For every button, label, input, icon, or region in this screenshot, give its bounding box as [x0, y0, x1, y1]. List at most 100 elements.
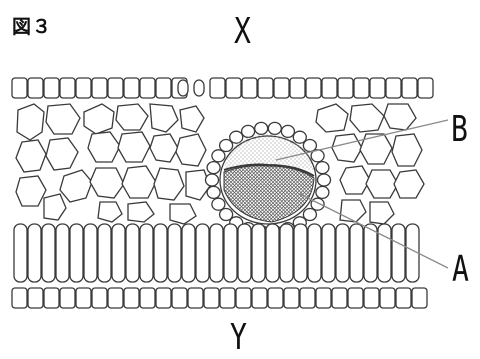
- palisade-cell: [280, 224, 293, 282]
- epidermis-cell: [364, 288, 379, 308]
- sheath-cell: [316, 162, 329, 174]
- epidermis-cell: [412, 288, 427, 308]
- epidermis-cell: [354, 78, 369, 98]
- sheath-cell: [212, 150, 225, 162]
- sheath-cell: [220, 209, 233, 221]
- epidermis-cell: [322, 78, 337, 98]
- sheath-cell: [318, 174, 331, 186]
- palisade-cell: [28, 224, 41, 282]
- epidermis-cell: [124, 78, 139, 98]
- epidermis-cell: [226, 78, 241, 98]
- epidermis-cell: [258, 78, 273, 98]
- epidermis-cell: [140, 288, 155, 308]
- sheath-cell: [255, 122, 268, 134]
- epidermis-cell: [268, 288, 283, 308]
- epidermis-cell: [172, 288, 187, 308]
- sheath-cell: [316, 186, 329, 198]
- palisade-cell: [42, 224, 55, 282]
- palisade-cell: [196, 224, 209, 282]
- epidermis-cell: [290, 78, 305, 98]
- epidermis-cell: [156, 78, 171, 98]
- palisade-cell: [154, 224, 167, 282]
- epidermis-cell: [370, 78, 385, 98]
- sheath-cell: [207, 162, 220, 174]
- palisade-cell: [308, 224, 321, 282]
- epidermis-cell: [44, 288, 59, 308]
- palisade-cell: [182, 224, 195, 282]
- epidermis-cell: [386, 78, 401, 98]
- palisade-cell: [210, 224, 223, 282]
- palisade-cell: [140, 224, 153, 282]
- epidermis-cell: [332, 288, 347, 308]
- epidermis-cell: [12, 288, 27, 308]
- palisade-cell: [266, 224, 279, 282]
- sheath-cell: [268, 122, 281, 134]
- epidermis-cell: [380, 288, 395, 308]
- epidermis-cell: [210, 78, 225, 98]
- epidermis-cell: [188, 288, 203, 308]
- epidermis-cell: [60, 288, 75, 308]
- palisade-cell: [84, 224, 97, 282]
- epidermis-cell: [204, 288, 219, 308]
- epidermis-cell: [338, 78, 353, 98]
- palisade-cell: [14, 224, 27, 282]
- sheath-cell: [212, 198, 225, 210]
- palisade-cell: [294, 224, 307, 282]
- epidermis-cell: [396, 288, 411, 308]
- epidermis-cell: [28, 288, 43, 308]
- lower-epidermis: [12, 288, 427, 308]
- palisade-cell: [224, 224, 237, 282]
- epidermis-cell: [28, 78, 43, 98]
- palisade-cell: [364, 224, 377, 282]
- epidermis-cell: [108, 78, 123, 98]
- palisade-cell: [238, 224, 251, 282]
- sheath-cell: [207, 186, 220, 198]
- epidermis-cell: [156, 288, 171, 308]
- epidermis-cell: [316, 288, 331, 308]
- vascular-bundle: [220, 134, 316, 224]
- epidermis-cell: [348, 288, 363, 308]
- palisade-cell: [336, 224, 349, 282]
- epidermis-cell: [76, 78, 91, 98]
- epidermis-cell: [274, 78, 289, 98]
- epidermis-cell: [418, 78, 433, 98]
- epidermis-cell: [108, 288, 123, 308]
- epidermis-cell: [92, 288, 107, 308]
- epidermis-cell: [284, 288, 299, 308]
- palisade-cell: [98, 224, 111, 282]
- epidermis-cell: [76, 288, 91, 308]
- sheath-cell: [281, 125, 294, 137]
- epidermis-cell: [92, 78, 107, 98]
- epidermis-cell: [44, 78, 59, 98]
- epidermis-cell: [402, 78, 417, 98]
- epidermis-cell: [220, 288, 235, 308]
- guard-cell: [194, 80, 204, 96]
- epidermis-cell: [306, 78, 321, 98]
- palisade-cell: [112, 224, 125, 282]
- epidermis-cell: [12, 78, 27, 98]
- palisade-cell: [350, 224, 363, 282]
- sheath-cell: [242, 125, 255, 137]
- palisade-cell: [322, 224, 335, 282]
- palisade-layer: [14, 224, 419, 282]
- palisade-cell: [168, 224, 181, 282]
- epidermis-cell: [236, 288, 251, 308]
- palisade-cell: [378, 224, 391, 282]
- epidermis-cell: [300, 288, 315, 308]
- sheath-cell: [303, 140, 316, 152]
- palisade-cell: [70, 224, 83, 282]
- palisade-cell: [392, 224, 405, 282]
- upper-epidermis: [12, 78, 433, 98]
- epidermis-cell: [60, 78, 75, 98]
- epidermis-cell: [252, 288, 267, 308]
- epidermis-cell: [242, 78, 257, 98]
- sheath-cell: [206, 174, 219, 186]
- palisade-cell: [56, 224, 69, 282]
- palisade-cell: [252, 224, 265, 282]
- palisade-cell: [126, 224, 139, 282]
- guard-cell: [178, 80, 188, 96]
- epidermis-cell: [124, 288, 139, 308]
- epidermis-cell: [140, 78, 155, 98]
